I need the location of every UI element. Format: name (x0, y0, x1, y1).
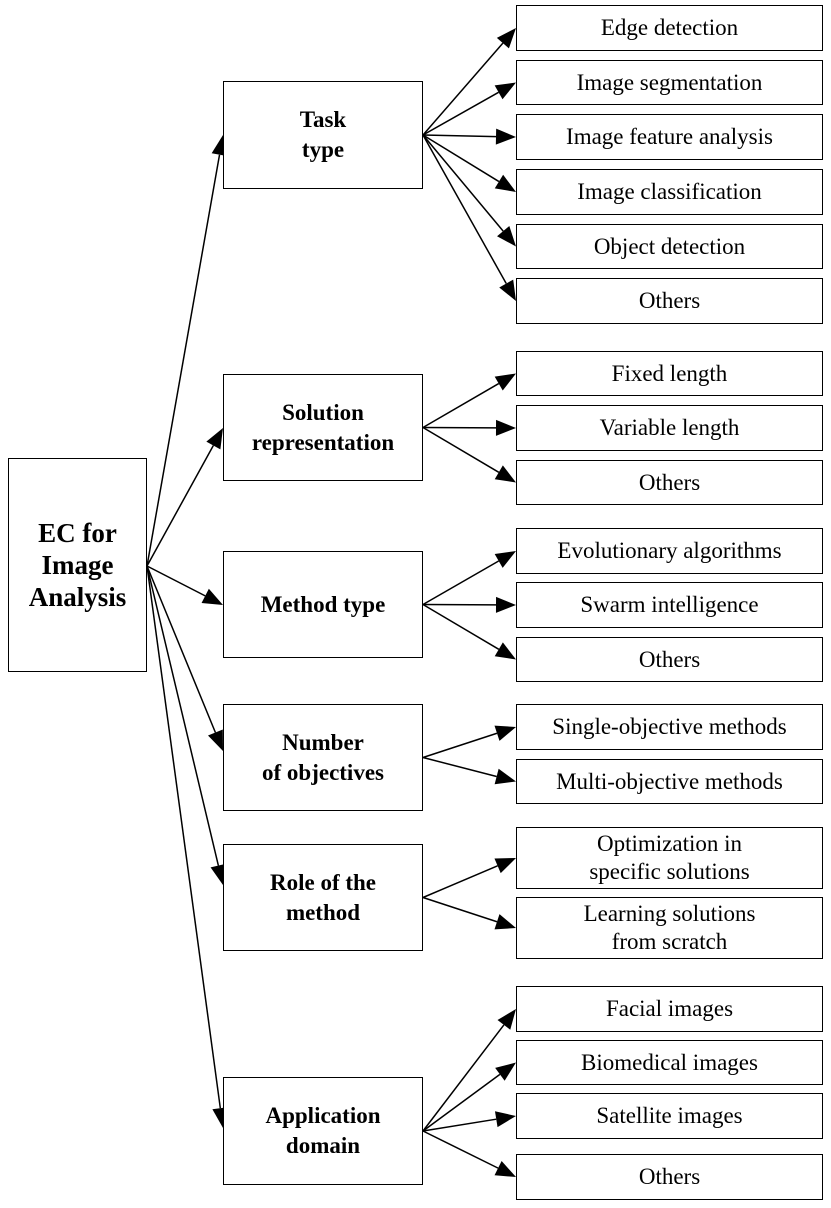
category-5-to-leaf-1-arrowhead (495, 1062, 516, 1081)
category-4-to-leaf-1-line (422, 896, 498, 923)
category-0-to-leaf-3-line (422, 134, 500, 183)
category-solution-representation: Solution representation (223, 374, 423, 481)
category-5-to-leaf-2-line (422, 1118, 497, 1132)
category-1-to-leaf-1-arrowhead (495, 419, 516, 436)
leaf-image-segmentation: Image segmentation (516, 60, 823, 105)
category-1-to-leaf-2-line (422, 426, 500, 473)
leaf-method-others: Others (516, 637, 823, 682)
category-5-to-leaf-3-arrowhead (494, 1160, 516, 1177)
leaf-swarm-intelligence: Swarm intelligence (516, 582, 823, 628)
root-to-category-5-line (146, 565, 222, 1109)
category-0-to-leaf-5-line (422, 134, 507, 284)
category-1-to-leaf-2-arrowhead (494, 465, 516, 483)
leaf-task-others: Others (516, 278, 823, 324)
leaf-edge-detection: Edge detection (516, 5, 823, 51)
category-2-to-leaf-2-arrowhead (494, 642, 516, 660)
leaf-fixed-length: Fixed length (516, 351, 823, 396)
leaf-learning-solutions-from-scratch: Learning solutions from scratch (516, 897, 823, 959)
category-number-of-objectives: Number of objectives (223, 704, 423, 811)
category-5-to-leaf-2-arrowhead (494, 1111, 516, 1128)
category-0-to-leaf-2-line (422, 134, 497, 138)
category-0-to-leaf-1-arrowhead (494, 82, 516, 100)
category-5-to-leaf-0-line (422, 1024, 505, 1132)
root-to-category-3-line (146, 565, 217, 733)
category-4-to-leaf-0-arrowhead (494, 858, 516, 874)
category-0-to-leaf-1-line (422, 91, 499, 136)
category-0-to-leaf-2-arrowhead (495, 128, 516, 145)
category-4-to-leaf-0-line (422, 865, 498, 899)
leaf-image-classification: Image classification (516, 169, 823, 215)
category-2-to-leaf-0-line (422, 560, 500, 606)
leaf-multi-objective-methods: Multi-objective methods (516, 759, 823, 804)
leaf-object-detection: Object detection (516, 224, 823, 269)
category-1-to-leaf-0-line (422, 382, 500, 429)
root-to-category-1-arrowhead (206, 428, 223, 450)
root-to-category-4-arrowhead (210, 863, 227, 885)
root-to-category-4-line (146, 565, 220, 866)
leaf-optimization-in-specific-solutions: Optimization in specific solutions (516, 827, 823, 889)
category-2-to-leaf-2-line (422, 603, 500, 650)
root-to-category-3-arrowhead (208, 729, 223, 751)
leaf-satellite-images: Satellite images (516, 1093, 823, 1139)
category-task-type: Task type (223, 81, 423, 189)
category-5-to-leaf-1-line (422, 1073, 501, 1132)
category-method-type: Method type (223, 551, 423, 658)
category-0-to-leaf-4-line (422, 134, 504, 232)
leaf-evolutionary-algorithms: Evolutionary algorithms (516, 528, 823, 574)
category-5-to-leaf-0-arrowhead (497, 1009, 516, 1030)
category-0-to-leaf-5-arrowhead (499, 279, 516, 301)
category-application-domain: Application domain (223, 1077, 423, 1185)
category-role-of-the-method: Role of the method (223, 844, 423, 951)
category-0-to-leaf-3-arrowhead (494, 174, 516, 192)
category-0-to-leaf-0-arrowhead (496, 28, 516, 49)
category-2-to-leaf-0-arrowhead (494, 551, 516, 568)
category-3-to-leaf-1-line (422, 756, 497, 778)
root-node: EC for Image Analysis (8, 458, 147, 672)
leaf-single-objective-methods: Single-objective methods (516, 704, 823, 750)
category-1-to-leaf-0-arrowhead (494, 373, 516, 391)
category-3-to-leaf-0-line (422, 732, 498, 759)
leaf-image-feature-analysis: Image feature analysis (516, 114, 823, 160)
root-to-category-0-line (146, 154, 221, 567)
category-3-to-leaf-0-arrowhead (494, 725, 516, 741)
leaf-representation-others: Others (516, 460, 823, 505)
category-3-to-leaf-1-arrowhead (494, 768, 516, 785)
category-0-to-leaf-4-arrowhead (497, 226, 516, 247)
category-2-to-leaf-1-arrowhead (495, 596, 516, 613)
category-5-to-leaf-3-line (422, 1130, 499, 1169)
leaf-application-others: Others (516, 1154, 823, 1200)
leaf-variable-length: Variable length (516, 405, 823, 451)
root-to-category-2-line (146, 565, 206, 597)
leaf-facial-images: Facial images (516, 986, 823, 1032)
root-to-category-1-line (146, 445, 215, 567)
root-to-category-2-arrowhead (201, 588, 223, 605)
category-0-to-leaf-0-line (422, 42, 504, 136)
category-4-to-leaf-1-arrowhead (494, 914, 516, 930)
leaf-biomedical-images: Biomedical images (516, 1040, 823, 1085)
